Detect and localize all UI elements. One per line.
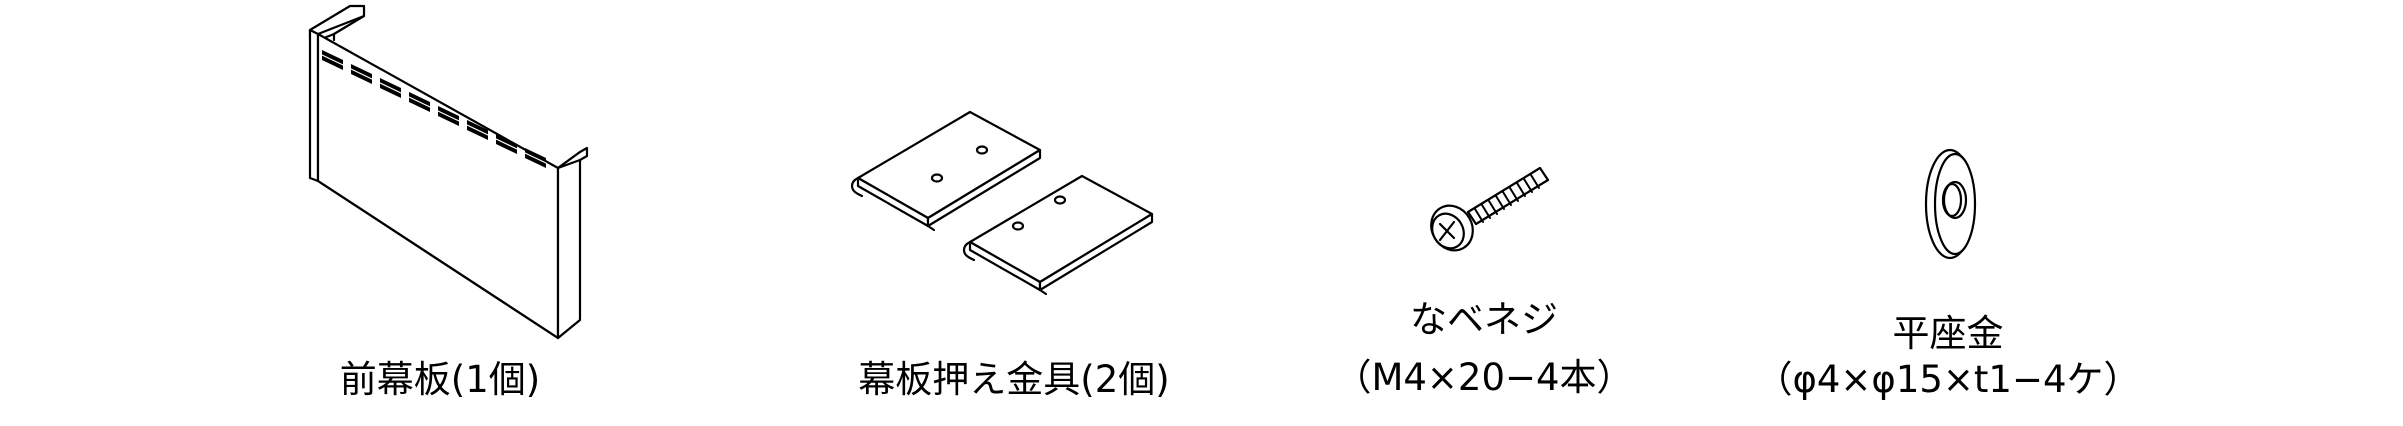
screw-label: なベネジ (1410, 298, 1558, 341)
screw-shank (1468, 168, 1548, 224)
front-panel-left-edge (310, 30, 318, 181)
phillips-recess (1440, 222, 1454, 240)
front-panel-right-return (558, 152, 580, 338)
screw-spec-label: （M4×20−4本） (1334, 356, 1634, 399)
screw-drawing (1423, 168, 1548, 258)
washer-label: 平座金 (1892, 312, 2004, 355)
bracket-2-hole-b (1013, 223, 1023, 230)
bracket-drawing-2 (964, 176, 1152, 294)
bracket-drawing-1 (852, 112, 1040, 230)
bracket-1-hole-b (932, 175, 942, 182)
washer-drawing (1926, 150, 1975, 258)
screw-thread (1475, 175, 1539, 222)
bracket-1-hole-a (977, 147, 987, 154)
bracket-2-hole-a (1055, 197, 1065, 204)
front-panel-face (318, 34, 558, 338)
front-panel-drawing (310, 6, 587, 338)
washer-spec-label: （φ4×φ15×t1−4ケ） (1755, 358, 2141, 401)
front-panel-right-lip (558, 148, 587, 168)
bracket-label: 幕板押え金具(2個) (858, 358, 1170, 401)
washer-face (1935, 154, 1975, 254)
front-panel-label: 前幕板(1個) (339, 358, 541, 401)
